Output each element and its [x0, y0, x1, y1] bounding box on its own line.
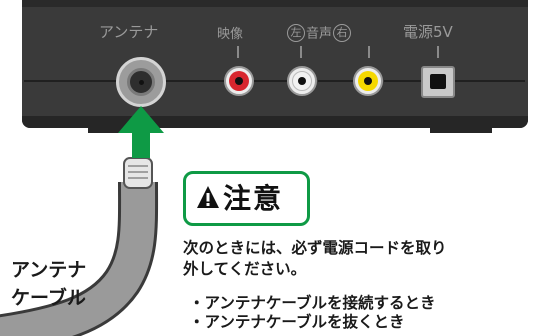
- audio-right-label-tick: [368, 46, 370, 58]
- insert-arrow-icon: [118, 106, 164, 158]
- audio-left-label-tick: [300, 46, 302, 58]
- caution-message: 次のときには、必ず電源コードを取り 外してください。: [183, 238, 447, 280]
- caution-title: 注意: [223, 182, 284, 215]
- panel-rule-2: [252, 80, 287, 82]
- video-label-tick: [237, 46, 239, 58]
- panel-rule-4: [384, 80, 421, 82]
- caution-box: 注意: [183, 171, 310, 226]
- audio-port-label: 音声: [306, 26, 333, 42]
- panel-rule-1: [165, 80, 225, 82]
- panel-rule-right: [455, 80, 525, 82]
- panel-foot-left: [88, 128, 150, 133]
- audio-port-label-group: 左音声右: [286, 24, 352, 43]
- audio-left-jack-hole: [298, 77, 306, 85]
- antenna-port-label: アンテナ: [99, 23, 159, 41]
- cable-label-line1: アンテナ: [11, 259, 87, 281]
- caution-bullet-1: ・アンテナケーブルを接続するとき: [189, 294, 436, 312]
- power-label-tick: [437, 46, 439, 58]
- power-jack-socket: [430, 74, 446, 89]
- video-jack-hole: [235, 77, 243, 85]
- warning-triangle-icon: [197, 186, 219, 208]
- panel-top-edge: [22, 0, 528, 7]
- panel-foot-right: [430, 128, 492, 133]
- caution-message-line1: 次のときには、必ず電源コードを取り: [183, 239, 447, 257]
- antenna-jack-pin: [139, 80, 144, 85]
- video-port-label: 映像: [217, 27, 244, 42]
- audio-right-jack-hole: [364, 77, 372, 85]
- caution-bullet-2: ・アンテナケーブルを抜くとき: [189, 313, 405, 331]
- cable-body: [0, 181, 156, 336]
- audio-left-mark: 左: [287, 24, 305, 42]
- audio-right-mark: 右: [333, 24, 352, 42]
- cable-label-line2: ケーブル: [11, 287, 86, 309]
- power-jack: [421, 66, 455, 98]
- panel-rule-left: [24, 80, 120, 82]
- panel-rule-3: [318, 80, 353, 82]
- caution-message-line2: 外してください。: [183, 260, 307, 278]
- power-port-label: 電源5V: [403, 23, 453, 41]
